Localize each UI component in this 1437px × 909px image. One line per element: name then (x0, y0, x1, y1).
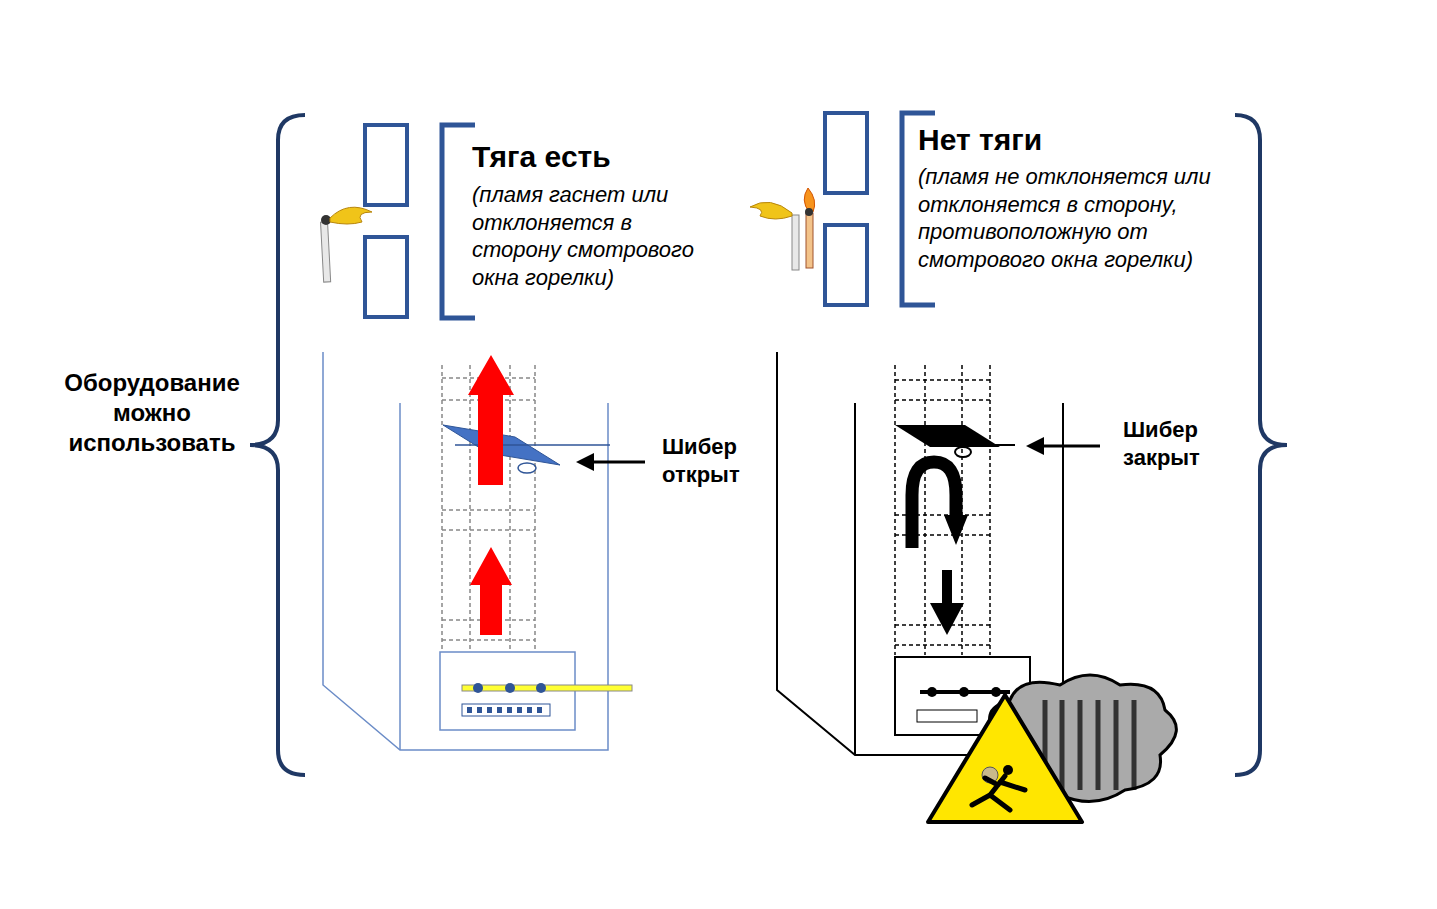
up-arrow (468, 355, 514, 485)
burner (462, 685, 632, 691)
damper-label: Шибер закрыт (1123, 416, 1233, 471)
up-arrow (470, 547, 512, 635)
note-text: (пламя не отклоняется или отклоняется в … (918, 163, 1263, 273)
status-label: Оборудование можно использовать (37, 368, 267, 458)
brace (250, 115, 1287, 775)
damper-closed (895, 425, 1000, 447)
heading: Тяга есть (472, 138, 732, 176)
note-text: (пламя гаснет или отклоняется в сторону … (472, 181, 720, 291)
heading: Нет тяги (918, 121, 1178, 159)
window (365, 113, 935, 318)
damper-label: Шибер открыт (662, 433, 772, 488)
warning-sign (928, 695, 1082, 822)
u-arrow (912, 462, 956, 548)
